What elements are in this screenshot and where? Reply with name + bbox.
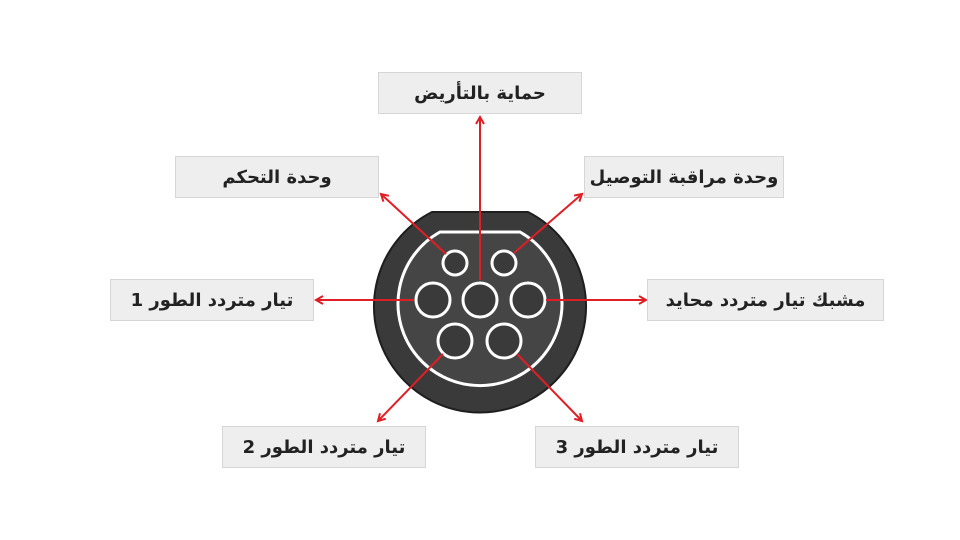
- arrow-l3: [516, 353, 582, 421]
- label-l3: تيار متردد الطور 3: [535, 426, 739, 468]
- pin-l2: [436, 322, 474, 360]
- arrow-proximity-pilot: [513, 194, 582, 254]
- label-earth: حماية بالتأريض: [378, 72, 582, 114]
- label-l2: تيار متردد الطور 2: [222, 426, 426, 468]
- pin-proximity-pilot: [490, 249, 518, 277]
- pin-control-pilot: [441, 249, 469, 277]
- pin-earth: [461, 281, 499, 319]
- arrow-control-pilot: [381, 194, 447, 255]
- label-neutral: مشبك تيار متردد محايد: [647, 279, 884, 321]
- arrow-l2: [378, 353, 444, 421]
- pin-l3: [485, 322, 523, 360]
- pin-neutral: [509, 281, 547, 319]
- pin-l1: [414, 281, 452, 319]
- label-l1: تيار متردد الطور 1: [110, 279, 314, 321]
- label-proximity-pilot: وحدة مراقبة التوصيل: [584, 156, 784, 198]
- label-control-pilot: وحدة التحكم: [175, 156, 379, 198]
